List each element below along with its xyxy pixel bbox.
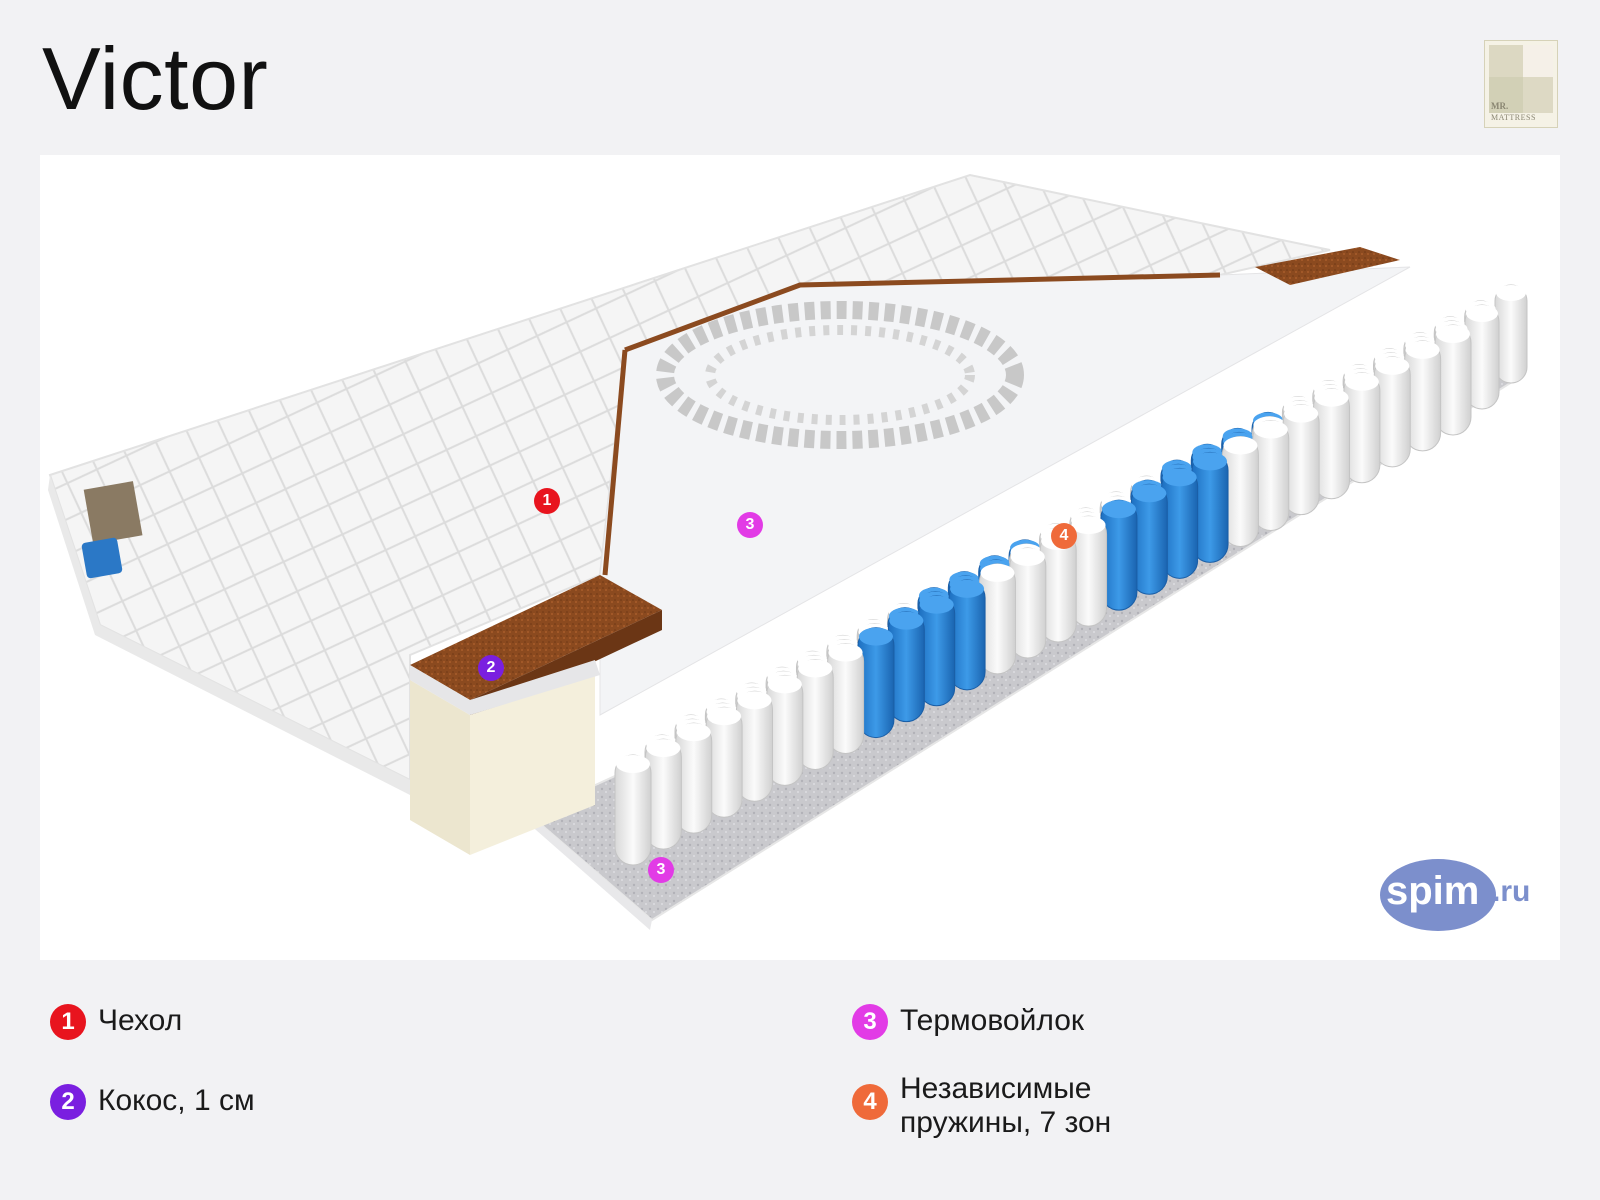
spring-white (1434, 324, 1472, 436)
spring-white (1343, 372, 1381, 484)
spring-blue (857, 627, 895, 739)
spring-white (827, 643, 865, 755)
spring-white (766, 674, 804, 786)
marker-4-springs: 4 (1051, 523, 1077, 549)
legend-label: Чехол (98, 1004, 183, 1037)
legend-marker: 3 (852, 1004, 888, 1040)
spring-white (1494, 284, 1528, 384)
legend-marker: 4 (852, 1084, 888, 1120)
legend-marker: 2 (50, 1084, 86, 1120)
mattress-cutaway-diagram (48, 173, 1528, 930)
spim-watermark-text: spim (1386, 869, 1480, 913)
spring-blue (918, 595, 956, 707)
pocket-springs-7-zones (614, 284, 1528, 866)
marker-2-coconut: 2 (478, 655, 504, 681)
spring-white (614, 754, 652, 866)
foam-end-block (410, 680, 470, 855)
spring-blue (887, 611, 925, 723)
legend-marker: 1 (50, 1004, 86, 1040)
spring-white (978, 563, 1016, 675)
spring-white (1404, 340, 1442, 452)
spring-white (1464, 304, 1500, 410)
page-title: Victor (42, 29, 269, 128)
legend-label: Независимые пружины, 7 зон (900, 1072, 1112, 1139)
coconut-layer-front (410, 575, 662, 700)
brand-logo-line2: MATTRESS (1491, 113, 1536, 122)
spring-white (1282, 404, 1320, 516)
spim-watermark: spim .ru (1380, 855, 1540, 935)
spring-blue (1161, 467, 1199, 579)
brand-logo-line1: MR. (1491, 101, 1509, 111)
spring-white (1373, 356, 1411, 468)
spring-white (1070, 515, 1108, 627)
spring-white (1009, 547, 1047, 659)
spring-white (735, 690, 773, 802)
coconut-layer-back (1255, 247, 1400, 285)
mattress-illustration: 1 2 3 4 3 (40, 155, 1560, 960)
cover-tag (83, 481, 143, 544)
spring-white (796, 658, 834, 770)
spring-blue (948, 579, 986, 691)
spring-white (1252, 420, 1290, 532)
legend-label: Кокос, 1 см (98, 1084, 255, 1117)
legend-item-coconut: 2 Кокос, 1 см (50, 1084, 255, 1120)
spring-white (675, 722, 713, 834)
marker-1-cover: 1 (534, 488, 560, 514)
legend-item-cover: 1 Чехол (50, 1004, 182, 1040)
legend-item-springs: 4 Независимые пружины, 7 зон (852, 1072, 1170, 1140)
legend-label: Термовойлок (900, 1004, 1085, 1037)
spring-blue (1100, 499, 1138, 611)
legend-item-thermofelt: 3 Термовойлок (852, 1004, 1084, 1040)
marker-3-thermofelt-top: 3 (737, 512, 763, 538)
spim-watermark-suffix: .ru (1492, 875, 1531, 908)
marker-3-thermofelt-bottom: 3 (648, 857, 674, 883)
brand-logo: MR. MATTRESS (1484, 40, 1558, 128)
spring-blue (1191, 451, 1229, 563)
